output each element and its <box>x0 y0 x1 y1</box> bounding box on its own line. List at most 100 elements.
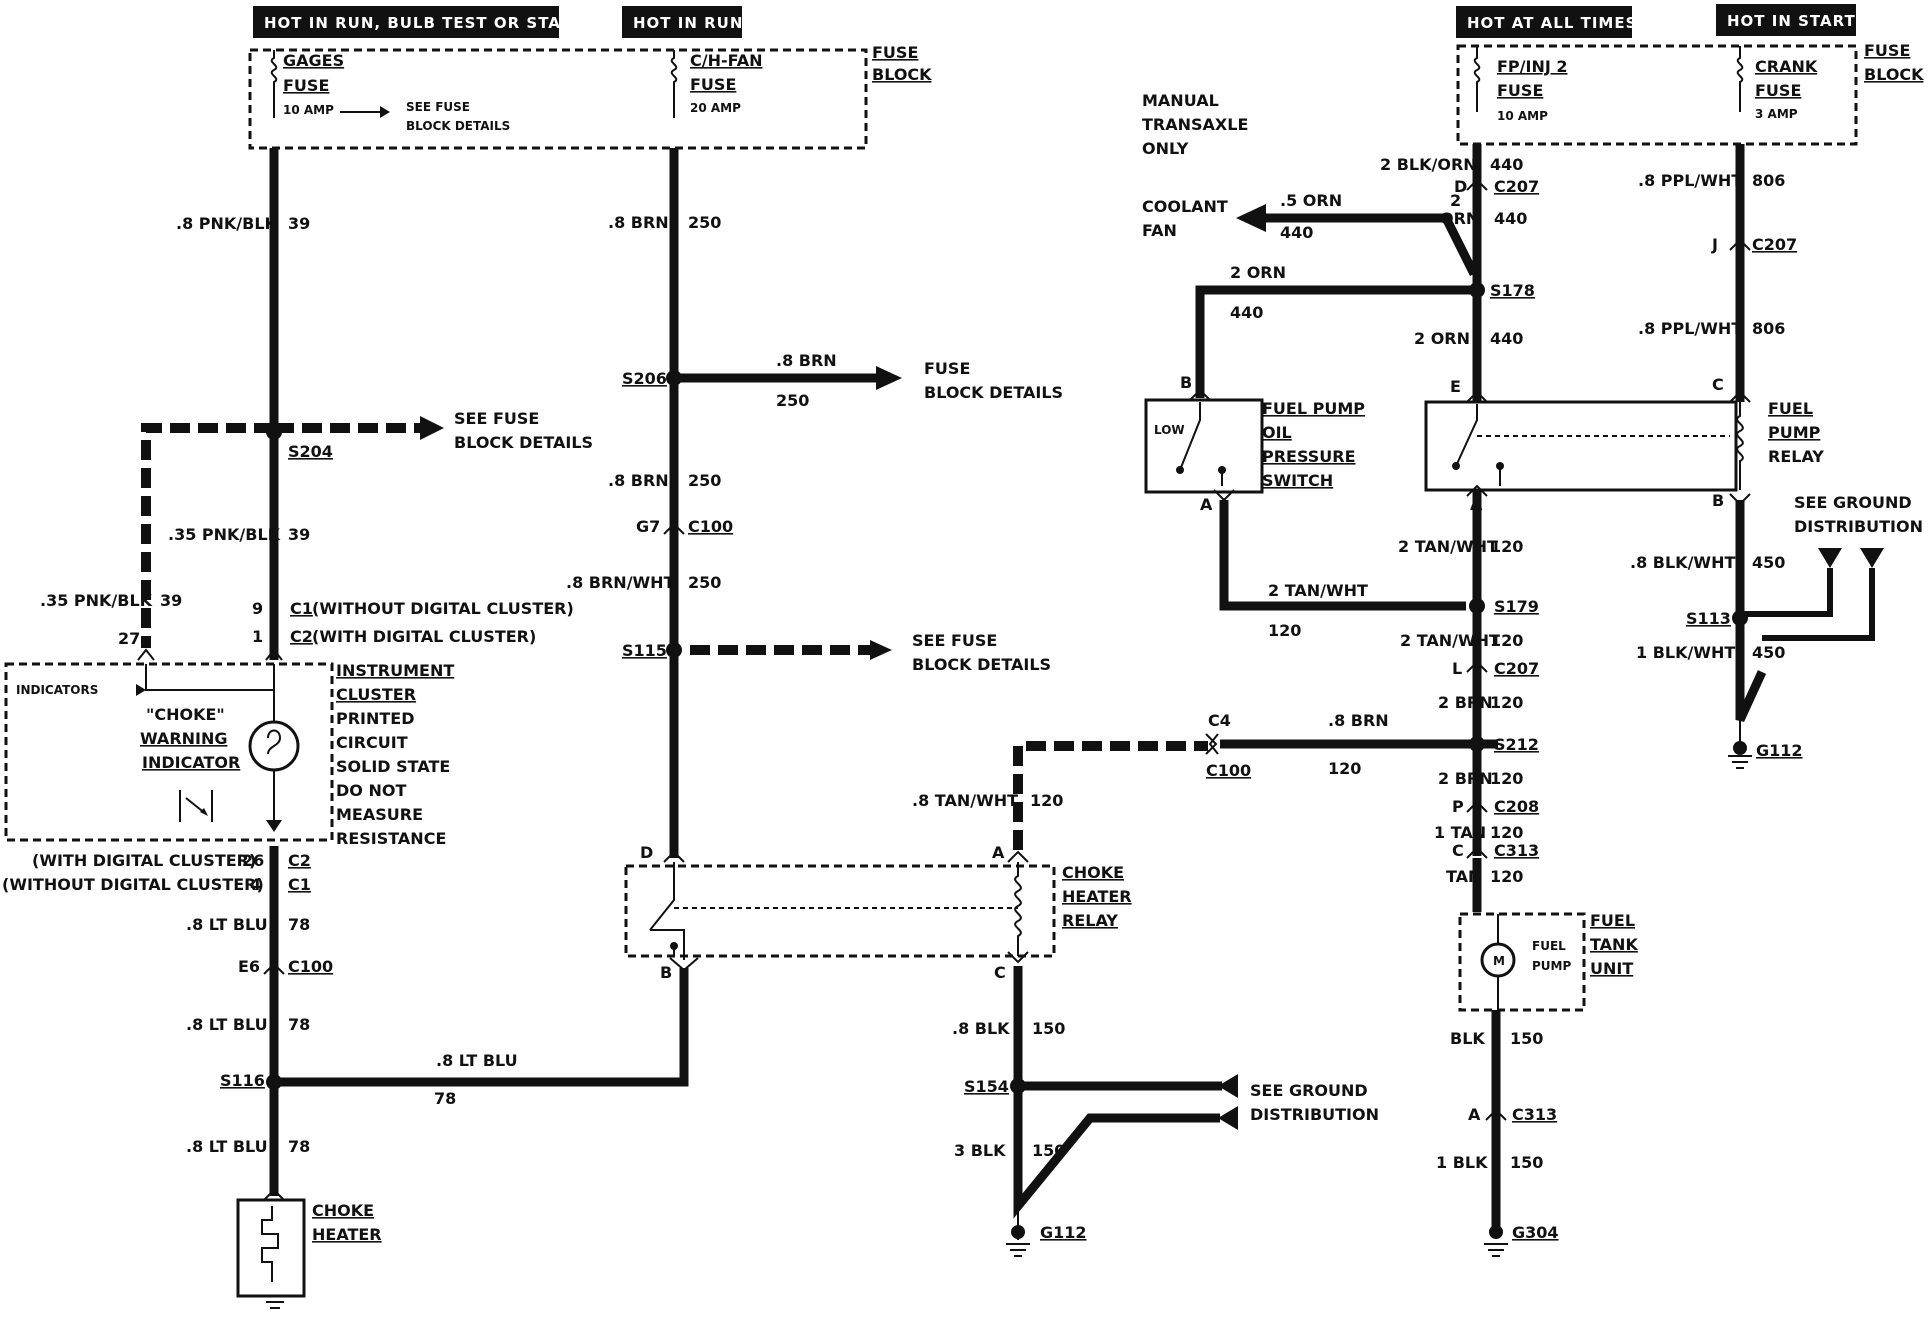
heater-element-icon <box>261 1206 279 1282</box>
svg-text:S154: S154 <box>964 1077 1009 1096</box>
svg-text:C2: C2 <box>290 627 313 646</box>
relay-coil-icon <box>1736 402 1744 490</box>
svg-text:.8 BLK: .8 BLK <box>952 1019 1010 1038</box>
svg-text:150: 150 <box>1032 1141 1065 1160</box>
svg-text:250: 250 <box>776 391 809 410</box>
svg-text:.8 BLK/WHT: .8 BLK/WHT <box>1630 553 1735 572</box>
instrument-cluster <box>4 662 334 842</box>
svg-text:S178: S178 <box>1490 281 1535 300</box>
svg-text:C: C <box>1452 841 1464 860</box>
svg-text:BLOCK: BLOCK <box>872 65 932 84</box>
svg-text:FUSE: FUSE <box>283 76 329 95</box>
svg-text:806: 806 <box>1752 319 1785 338</box>
svg-text:SWITCH: SWITCH <box>1262 471 1333 490</box>
svg-text:.8 LT BLU: .8 LT BLU <box>436 1051 518 1070</box>
svg-text:CHOKE: CHOKE <box>312 1201 374 1220</box>
ground-icon <box>1484 1243 1508 1257</box>
svg-text:C100: C100 <box>688 517 733 536</box>
svg-text:S179: S179 <box>1494 597 1539 616</box>
svg-text:39: 39 <box>288 525 310 544</box>
svg-text:1: 1 <box>252 627 263 646</box>
svg-text:G304: G304 <box>1512 1223 1559 1242</box>
svg-text:D: D <box>640 843 653 862</box>
svg-text:C313: C313 <box>1494 841 1539 860</box>
svg-text:S113: S113 <box>1686 609 1731 628</box>
svg-text:250: 250 <box>688 213 721 232</box>
svg-text:C: C <box>994 963 1006 982</box>
svg-text:MANUAL: MANUAL <box>1142 91 1219 110</box>
svg-text:G112: G112 <box>1756 741 1803 760</box>
svg-text:120: 120 <box>1490 867 1523 886</box>
svg-text:C100: C100 <box>1206 761 1251 780</box>
svg-text:DISTRIBUTION: DISTRIBUTION <box>1794 517 1923 536</box>
svg-text:FUSE: FUSE <box>1497 81 1543 100</box>
svg-text:WARNING: WARNING <box>140 729 228 748</box>
svg-text:SEE FUSE: SEE FUSE <box>912 631 997 650</box>
svg-text:FUSE: FUSE <box>1755 81 1801 100</box>
svg-text:10 AMP: 10 AMP <box>1497 109 1548 123</box>
svg-text:.35 PNK/BLK: .35 PNK/BLK <box>40 591 153 610</box>
svg-text:FUSE: FUSE <box>924 359 970 378</box>
svg-text:INSTRUMENT: INSTRUMENT <box>336 661 454 680</box>
svg-text:FP/INJ 2: FP/INJ 2 <box>1497 57 1568 76</box>
svg-text:DO NOT: DO NOT <box>336 781 406 800</box>
svg-text:INDICATOR: INDICATOR <box>142 753 240 772</box>
header-hot-in-run: HOT IN RUN <box>622 6 743 38</box>
svg-text:S115: S115 <box>622 641 667 660</box>
relay-switch-icon <box>649 862 675 956</box>
svg-text:C207: C207 <box>1494 659 1539 678</box>
svg-text:(WITH DIGITAL CLUSTER): (WITH DIGITAL CLUSTER) <box>312 627 536 646</box>
svg-text:1 TAN: 1 TAN <box>1434 823 1486 842</box>
svg-text:A: A <box>992 843 1005 862</box>
svg-text:L: L <box>1452 659 1462 678</box>
svg-text:ONLY: ONLY <box>1142 139 1189 158</box>
svg-text:(WITHOUT DIGITAL CLUSTER): (WITHOUT DIGITAL CLUSTER) <box>2 875 264 894</box>
svg-text:HOT IN START: HOT IN START <box>1727 12 1856 30</box>
svg-text:FAN: FAN <box>1142 221 1177 240</box>
svg-text:SEE FUSE: SEE FUSE <box>454 409 539 428</box>
svg-text:.8 BRN: .8 BRN <box>608 213 669 232</box>
svg-text:RESISTANCE: RESISTANCE <box>336 829 446 848</box>
svg-text:2 ORN: 2 ORN <box>1414 329 1470 348</box>
svg-text:BLOCK DETAILS: BLOCK DETAILS <box>454 433 593 452</box>
ground-icon <box>262 1295 288 1309</box>
svg-text:E6: E6 <box>238 957 260 976</box>
svg-text:.8 LT BLU: .8 LT BLU <box>186 1015 268 1034</box>
svg-text:C208: C208 <box>1494 797 1539 816</box>
header-hot-in-start: HOT IN START <box>1716 4 1856 36</box>
svg-text:120: 120 <box>1490 769 1523 788</box>
svg-text:.8 PPL/WHT: .8 PPL/WHT <box>1638 319 1742 338</box>
svg-text:S212: S212 <box>1494 735 1539 754</box>
svg-text:FUSE: FUSE <box>690 75 736 94</box>
svg-text:.35 PNK/BLK: .35 PNK/BLK <box>168 525 281 544</box>
svg-text:D: D <box>1454 177 1467 196</box>
svg-text:FUSE: FUSE <box>872 43 918 62</box>
svg-text:A: A <box>1200 495 1213 514</box>
svg-text:PUMP: PUMP <box>1532 959 1571 973</box>
svg-text:.8 BRN: .8 BRN <box>608 471 669 490</box>
svg-text:MEASURE: MEASURE <box>336 805 423 824</box>
svg-text:BLOCK DETAILS: BLOCK DETAILS <box>924 383 1063 402</box>
svg-text:20 AMP: 20 AMP <box>690 101 741 115</box>
svg-text:FUEL: FUEL <box>1532 939 1566 953</box>
svg-text:ORN: ORN <box>1440 209 1479 228</box>
svg-text:26: 26 <box>242 851 264 870</box>
svg-text:B: B <box>1712 491 1724 510</box>
svg-text:2 BRN: 2 BRN <box>1438 693 1493 712</box>
svg-text:C/H-FAN: C/H-FAN <box>690 51 762 70</box>
svg-text:INDICATORS: INDICATORS <box>16 683 98 697</box>
svg-text:120: 120 <box>1490 693 1523 712</box>
svg-text:OIL: OIL <box>1262 423 1292 442</box>
svg-text:78: 78 <box>288 1015 310 1034</box>
svg-text:J: J <box>1711 235 1718 254</box>
svg-text:A: A <box>1468 1105 1481 1124</box>
ground-icon <box>1728 720 1752 769</box>
svg-text:FUEL: FUEL <box>1590 911 1635 930</box>
svg-text:250: 250 <box>688 471 721 490</box>
svg-text:4: 4 <box>250 875 261 894</box>
svg-text:440: 440 <box>1230 303 1263 322</box>
svg-text:HOT IN RUN: HOT IN RUN <box>633 14 743 32</box>
svg-text:(WITH DIGITAL CLUSTER): (WITH DIGITAL CLUSTER) <box>32 851 256 870</box>
svg-text:PUMP: PUMP <box>1768 423 1821 442</box>
